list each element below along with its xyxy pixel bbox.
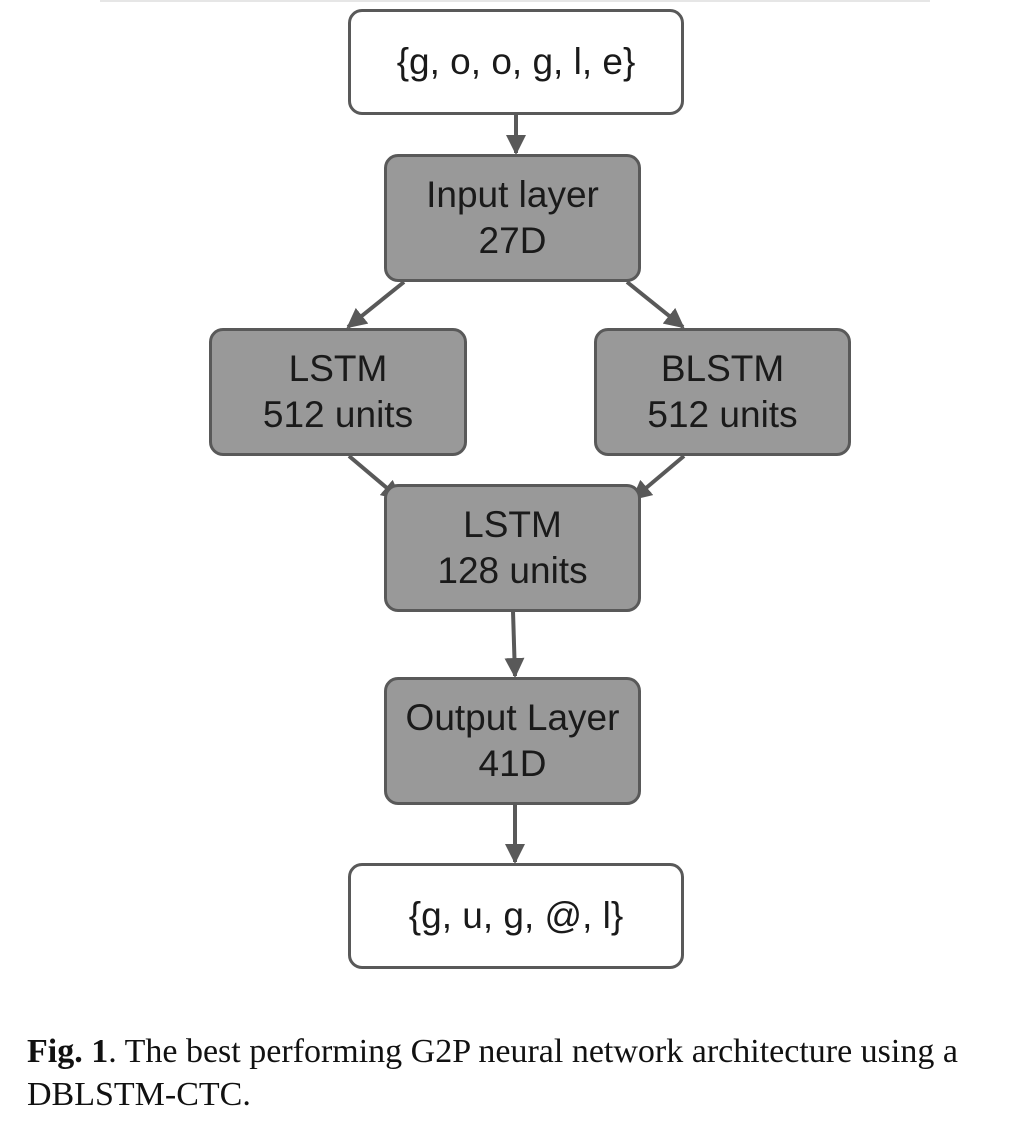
input-layer-size: 27D [478,220,547,261]
arrow-blstm-to-merge [631,454,686,501]
lstm-128-name: LSTM [463,504,562,545]
lstm-128-node: LSTM 128 units [384,484,641,612]
input-layer-node: Input layer 27D [384,154,641,282]
input-sequence-text: {g, o, o, g, l, e} [396,41,636,82]
lstm-512-size: 512 units [262,394,414,435]
output-sequence-text: {g, u, g, @, l} [408,895,624,936]
arrow-merge-to-output-layer [504,610,525,678]
blstm-512-node: BLSTM 512 units [594,328,851,456]
output-layer-size: 41D [478,743,547,784]
top-rule [100,0,930,2]
output-layer-node: Output Layer 41D [384,677,641,805]
figure-label: Fig. 1 [27,1033,109,1070]
output-layer-name: Output Layer [405,697,620,738]
figure-caption: Fig. 1. The best performing G2P neural n… [27,1030,1017,1116]
arrow-input-layer-to-lstm [346,280,406,329]
figure-caption-text: . The best performing G2P neural network… [27,1033,958,1113]
input-layer-name: Input layer [426,174,599,215]
lstm-128-size: 128 units [437,550,588,591]
output-sequence-node: {g, u, g, @, l} [348,863,684,969]
blstm-512-size: 512 units [647,394,798,435]
lstm-512-node: LSTM 512 units [209,328,467,456]
blstm-512-name: BLSTM [660,348,785,389]
arrow-input-layer-to-blstm [625,280,685,329]
input-sequence-node: {g, o, o, g, l, e} [348,9,684,115]
lstm-512-name: LSTM [288,348,388,389]
